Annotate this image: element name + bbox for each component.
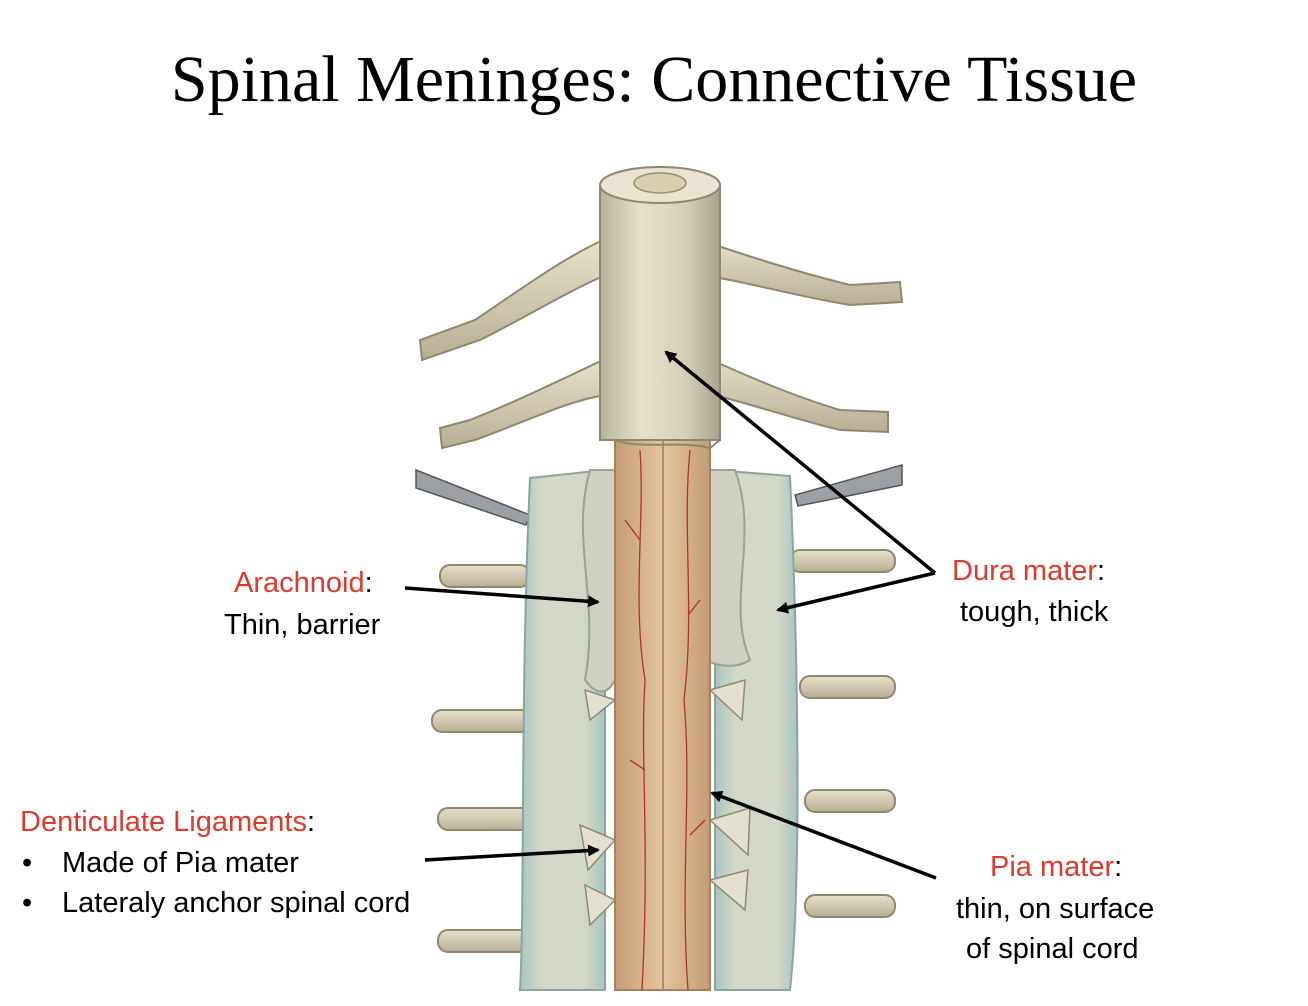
forceps-right — [794, 464, 903, 507]
page-title: Spinal Meninges: Connective Tissue — [170, 43, 1138, 116]
dura-colon: : — [1097, 555, 1106, 587]
arachnoid-label: Arachnoid: — [234, 563, 373, 603]
dura-arrow-upper — [664, 350, 937, 575]
dura-label: Dura mater: — [952, 551, 1105, 591]
pia-vessels — [624, 449, 706, 991]
pia-arrow — [710, 790, 937, 880]
pia-colon: : — [1114, 851, 1123, 883]
dura-arrow-lower — [776, 571, 936, 614]
arachnoid-name: Arachnoid — [234, 567, 365, 599]
denticulate-ligaments — [579, 678, 751, 927]
arachnoid-colon: : — [364, 567, 373, 599]
pointer-arrows — [404, 350, 937, 880]
denticulate-colon: : — [306, 806, 316, 838]
denticulate-arrow — [424, 844, 600, 862]
denticulate-name: Denticulate Ligaments — [20, 806, 307, 838]
dura-name: Dura mater — [952, 555, 1098, 587]
arachnoid-description: Thin, barrier — [224, 609, 381, 641]
nerve-roots-upper — [418, 238, 904, 450]
pia-description-2: of spinal cord — [966, 933, 1139, 965]
denticulate-bullets: Made of Pia mater Lateraly anchor spinal… — [18, 843, 410, 923]
pia-description-1: thin, on surface — [956, 893, 1155, 925]
pia-label: Pia mater: — [990, 847, 1122, 887]
denticulate-bullet: Lateraly anchor spinal cord — [18, 883, 410, 923]
forceps-left — [415, 468, 531, 526]
arachnoid-layer — [581, 469, 616, 693]
denticulate-bullet: Made of Pia mater — [18, 843, 410, 883]
nerve-roots-lower — [431, 549, 896, 953]
dura-description: tough, thick — [960, 596, 1109, 628]
pia-name: Pia mater — [990, 851, 1115, 883]
denticulate-label: Denticulate Ligaments: — [20, 802, 315, 842]
arachnoid-arrow — [404, 586, 600, 608]
dura-mater-tube — [599, 184, 721, 441]
